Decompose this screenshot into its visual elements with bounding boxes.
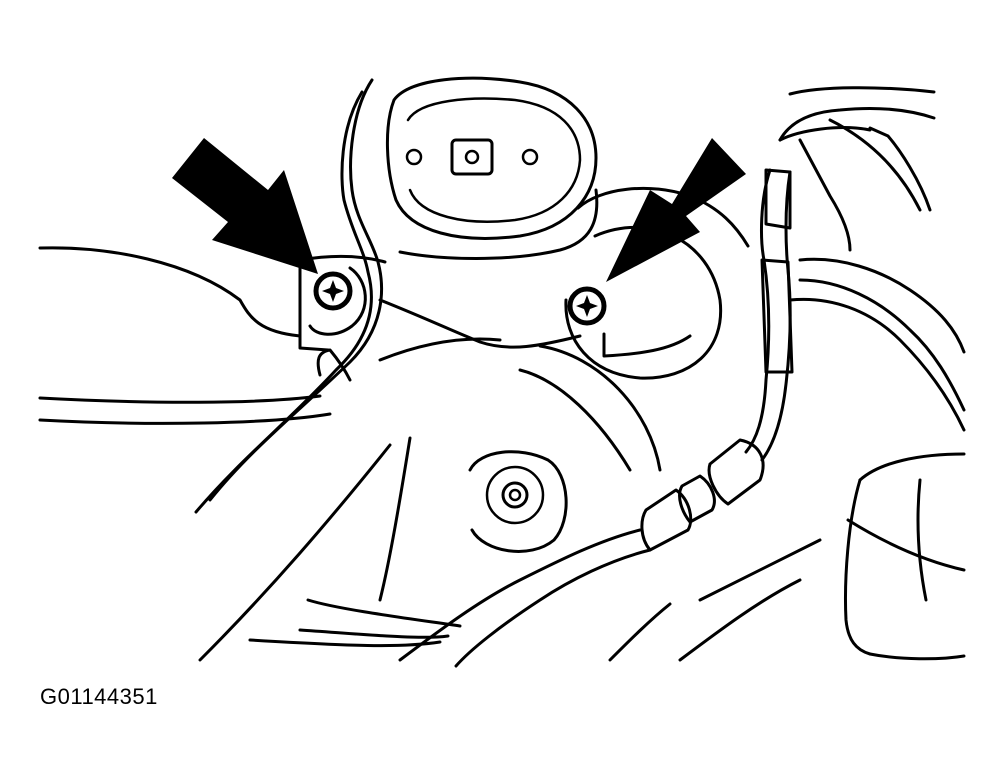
right-arrow-icon [606, 138, 746, 282]
left-screw [308, 266, 367, 336]
wire-harness [398, 106, 936, 668]
top-oval-plate [385, 76, 598, 240]
lower-round-boss [468, 450, 568, 553]
right-screw [567, 286, 607, 326]
left-body-panel [38, 246, 387, 425]
center-frame [194, 78, 662, 662]
left-arrow-icon [172, 138, 318, 274]
right-structure [608, 86, 966, 662]
figure-id: G01144351 [40, 684, 158, 709]
